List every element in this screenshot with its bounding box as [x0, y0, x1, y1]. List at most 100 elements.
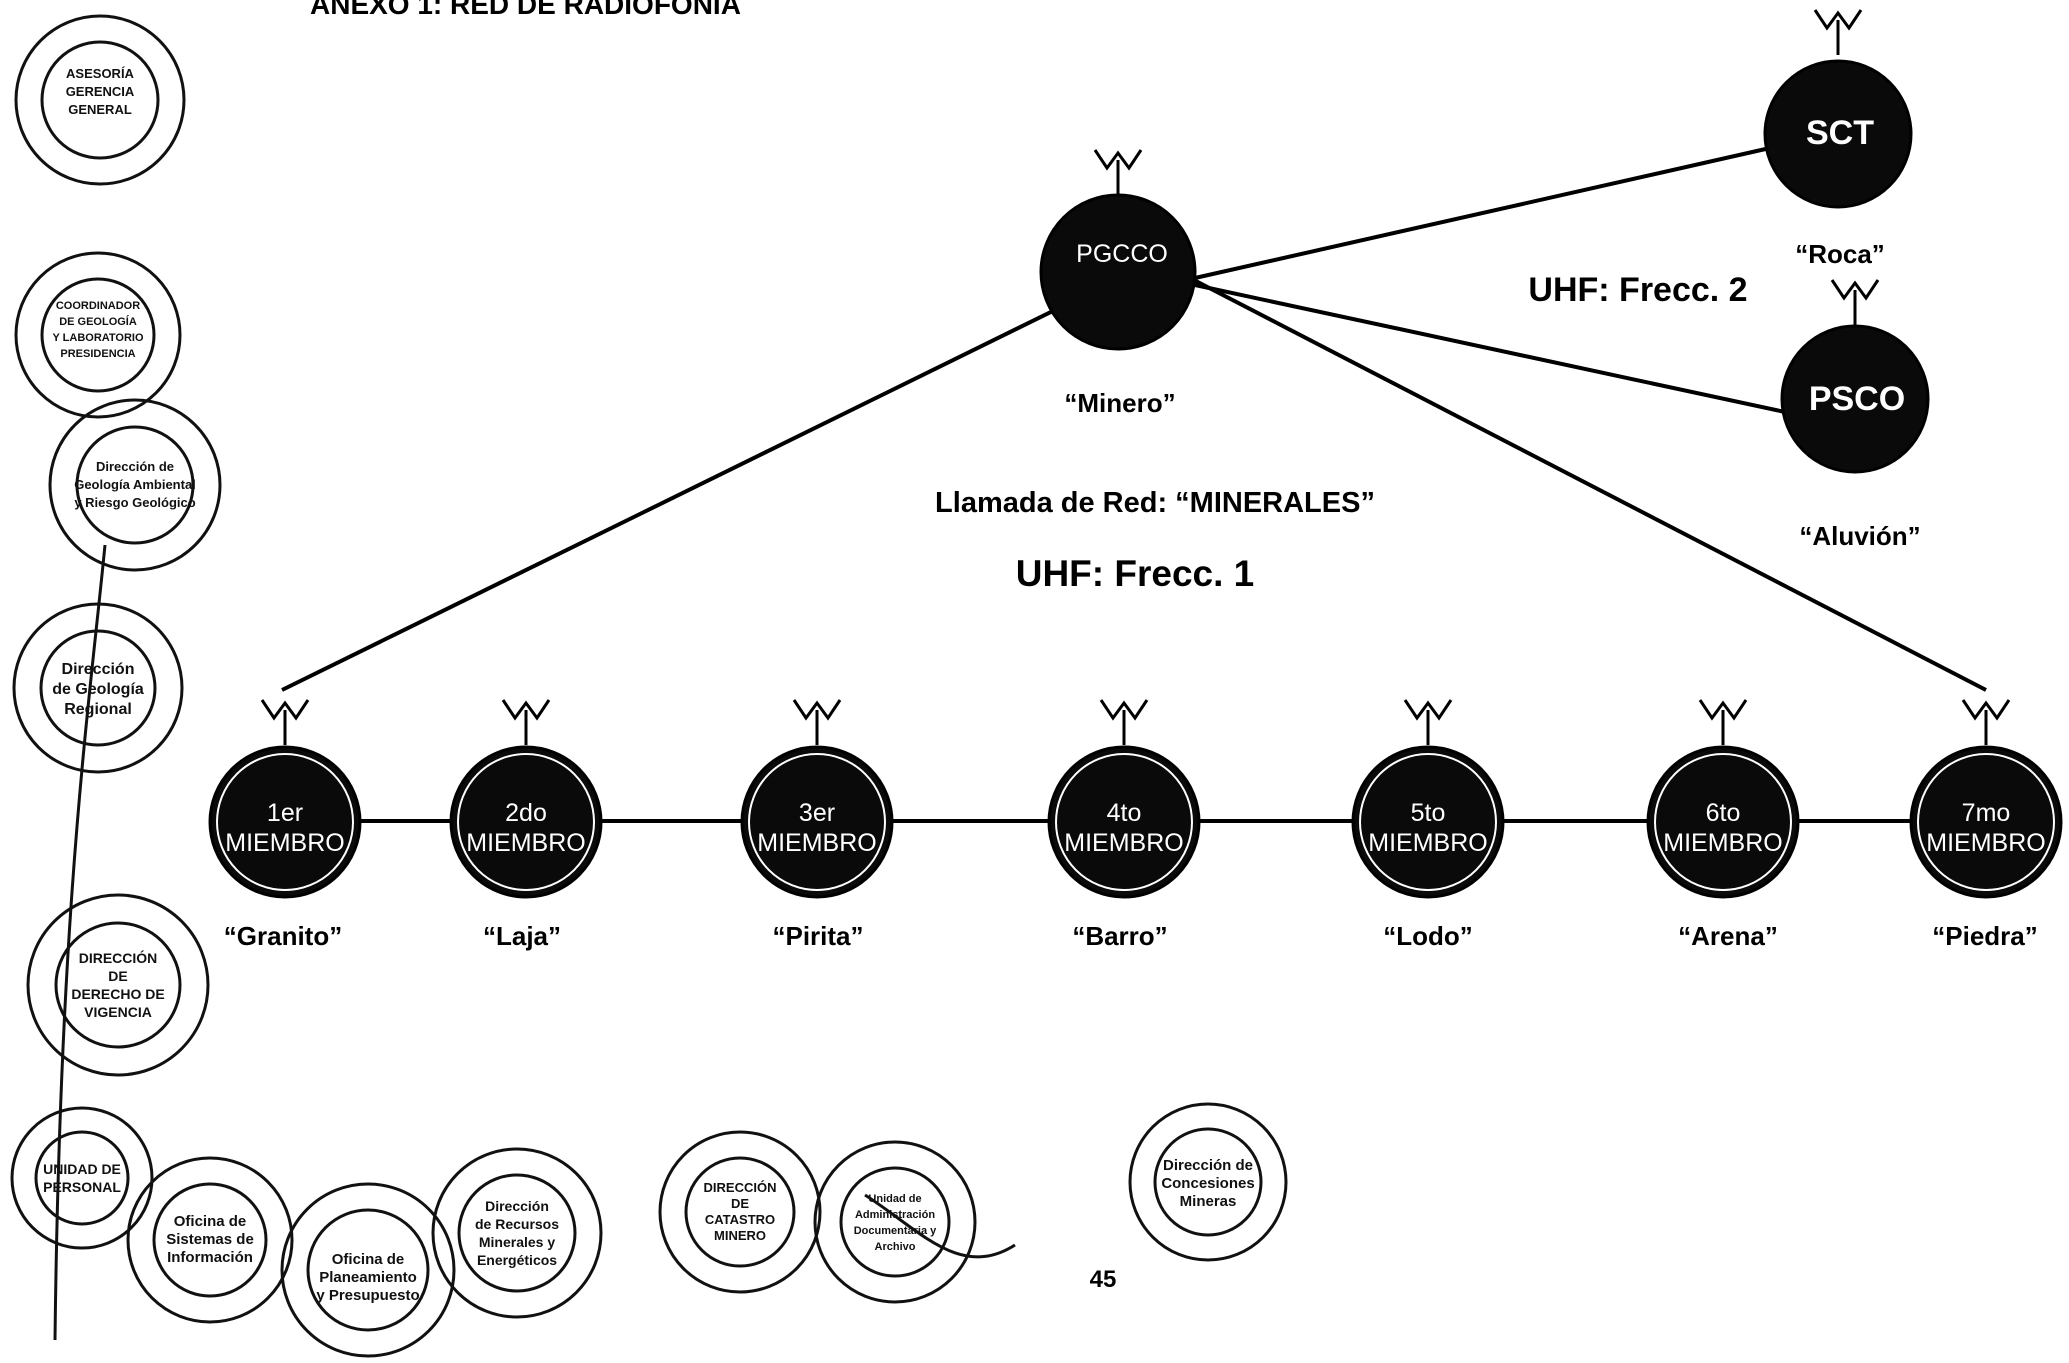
node-alias: “Aluvión”: [1799, 521, 1920, 551]
node-label: PGCCO: [1076, 240, 1168, 268]
svg-text:ASESORÍA: ASESORÍA: [66, 66, 135, 81]
node-label-line2: MIEMBRO: [1368, 829, 1487, 857]
svg-text:Energéticos: Energéticos: [477, 1252, 557, 1268]
antenna-icon: [260, 699, 310, 721]
node-alias: “Pirita”: [772, 921, 863, 951]
node-label-line2: MIEMBRO: [1926, 829, 2045, 857]
node-label-line1: 7mo: [1962, 799, 2011, 827]
node-label: PSCO: [1809, 380, 1905, 418]
svg-text:Documentaria y: Documentaria y: [854, 1225, 937, 1237]
node-circle: [449, 745, 603, 899]
node-alias: “Barro”: [1072, 921, 1167, 951]
svg-text:DIRECCIÓN: DIRECCIÓN: [79, 949, 158, 966]
svg-text:Geología Ambiental: Geología Ambiental: [74, 477, 196, 492]
svg-text:VIGENCIA: VIGENCIA: [84, 1004, 152, 1020]
node-member-1: 1er MIEMBRO “Granito”: [208, 699, 362, 951]
link-pgcco-sct: [1194, 146, 1771, 280]
stamp-recursos-minerales: Dirección de Recursos Minerales y Energé…: [431, 1147, 603, 1319]
svg-text:Dirección de: Dirección de: [96, 459, 174, 474]
node-label-line1: 1er: [267, 799, 303, 827]
stamp-coordinador: COORDINADOR DE GEOLOGÍA Y LABORATORIO PR…: [14, 251, 182, 419]
node-member-2: 2do MIEMBRO “Laja”: [449, 699, 603, 951]
node-alias: “Minero”: [1064, 388, 1175, 418]
svg-text:Concesiones: Concesiones: [1161, 1175, 1254, 1192]
link-pgcco-m1: [281, 276, 1121, 692]
node-alias: “Piedra”: [1932, 921, 2038, 951]
signature-stroke: [53, 544, 107, 1341]
node-circle: [1646, 745, 1800, 899]
svg-text:de Recursos: de Recursos: [475, 1216, 559, 1232]
node-circle: [1039, 193, 1197, 351]
stamp-asesoria: ASESORÍA GERENCIA GENERAL: [14, 14, 186, 186]
node-member-7: 7mo MIEMBRO “Piedra”: [1909, 699, 2063, 951]
svg-text:Mineras: Mineras: [1180, 1193, 1237, 1210]
frequency-1-label: UHF: Frecc. 1: [1016, 553, 1255, 594]
node-label-line1: 4to: [1107, 799, 1142, 827]
svg-text:UNIDAD DE: UNIDAD DE: [43, 1161, 121, 1177]
antenna-icon: [1830, 279, 1880, 301]
stamp-concesiones-mineras: Dirección de Concesiones Mineras: [1128, 1102, 1288, 1262]
node-pgcco: PGCCO “Minero”: [1039, 149, 1197, 418]
svg-text:Unidad de: Unidad de: [868, 1193, 921, 1205]
link-pgcco-psco: [1194, 283, 1786, 414]
node-member-3: 3er MIEMBRO “Pirita”: [740, 699, 894, 951]
svg-text:Y LABORATORIO: Y LABORATORIO: [52, 332, 144, 344]
svg-text:COORDINADOR: COORDINADOR: [56, 300, 140, 312]
stamp-geologia-ambiental: Dirección de Geología Ambiental y Riesgo…: [48, 398, 222, 572]
node-label-line2: MIEMBRO: [757, 829, 876, 857]
node-circle: [208, 745, 362, 899]
svg-text:Sistemas de: Sistemas de: [166, 1231, 254, 1248]
page-title: ANEXO 1: RED DE RADIOFONÍA: [310, 0, 741, 20]
antenna-icon: [1813, 9, 1863, 31]
node-label-line1: 3er: [799, 799, 835, 827]
node-label-line1: 2do: [505, 799, 547, 827]
node-circle: [1780, 324, 1930, 474]
svg-text:Minerales y: Minerales y: [479, 1234, 555, 1250]
svg-text:PRESIDENCIA: PRESIDENCIA: [60, 348, 135, 360]
node-member-4: 4to MIEMBRO “Barro”: [1047, 699, 1201, 951]
node-label: SCT: [1806, 114, 1874, 152]
svg-text:Oficina de: Oficina de: [332, 1251, 405, 1268]
svg-text:de Geología: de Geología: [52, 681, 144, 698]
node-alias: “Arena”: [1678, 921, 1778, 951]
svg-text:Dirección: Dirección: [485, 1198, 549, 1214]
node-label-line2: MIEMBRO: [225, 829, 344, 857]
node-circle: [1909, 745, 2063, 899]
antenna-icon: [1093, 149, 1143, 171]
stamp-planeamiento: Oficina de Planeamiento y Presupuesto: [280, 1182, 456, 1358]
node-circle: [1351, 745, 1505, 899]
node-psco: PSCO “Aluvión”: [1780, 279, 1930, 551]
svg-text:Regional: Regional: [64, 701, 132, 718]
svg-text:GENERAL: GENERAL: [68, 102, 132, 117]
svg-text:MINERO: MINERO: [714, 1228, 766, 1243]
svg-text:Planeamiento: Planeamiento: [319, 1269, 417, 1286]
node-alias: “Lodo”: [1383, 921, 1473, 951]
link-pgcco-m7: [1189, 276, 1987, 692]
antenna-icon: [1403, 699, 1453, 721]
antenna-icon: [1698, 699, 1748, 721]
svg-text:Información: Información: [167, 1249, 253, 1266]
node-label-line1: 6to: [1706, 799, 1741, 827]
node-alias: “Laja”: [483, 921, 561, 951]
svg-text:GERENCIA: GERENCIA: [66, 84, 135, 99]
node-circle: [1763, 59, 1913, 209]
svg-text:DE: DE: [731, 1196, 749, 1211]
stamp-unidad-personal: UNIDAD DE PERSONAL: [10, 1106, 154, 1250]
node-label-line2: MIEMBRO: [466, 829, 585, 857]
stamp-geologia-regional: Dirección de Geología Regional: [12, 602, 184, 774]
stamp-derecho-vigencia: DIRECCIÓN DE DERECHO DE VIGENCIA: [26, 893, 210, 1077]
node-label-line2: MIEMBRO: [1663, 829, 1782, 857]
svg-text:Oficina de: Oficina de: [174, 1213, 247, 1230]
svg-text:DE GEOLOGÍA: DE GEOLOGÍA: [59, 315, 137, 328]
node-circle: [740, 745, 894, 899]
svg-text:Dirección de: Dirección de: [1163, 1157, 1253, 1174]
node-label-line2: MIEMBRO: [1064, 829, 1183, 857]
antenna-icon: [501, 699, 551, 721]
network-call-label: Llamada de Red: “MINERALES”: [935, 487, 1375, 519]
node-member-6: 6to MIEMBRO “Arena”: [1646, 699, 1800, 951]
stamp-catastro-minero: DIRECCIÓN DE CATASTRO MINERO: [658, 1130, 822, 1294]
node-alias: “Roca”: [1795, 239, 1885, 269]
svg-text:CATASTRO: CATASTRO: [705, 1212, 775, 1227]
antenna-icon: [1099, 699, 1149, 721]
